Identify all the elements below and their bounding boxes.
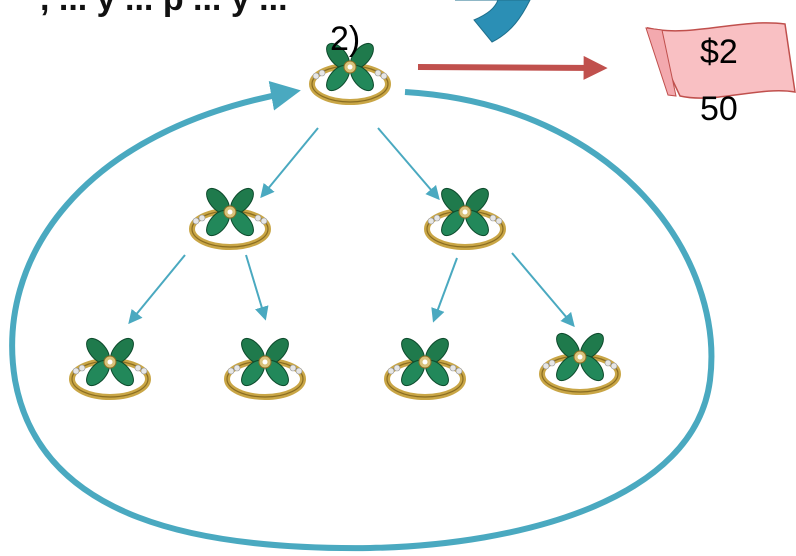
ring-l1-right-icon [427,184,503,247]
price-line-2: 50 [700,90,738,128]
tree-arrows [128,127,575,328]
ring-l2-2-icon [227,334,303,397]
banner-arrow-icon [455,0,531,43]
arrow-root-right [377,127,440,201]
arrow-right-right [511,252,575,328]
ring-l2-1-icon [72,334,148,397]
arrow-left-right [245,254,269,321]
arrow-root-left [260,127,319,199]
header-partial-text: , ... y ... p ... y ... [40,0,288,18]
price-line-1: $2 [700,33,738,71]
price-tag: $2 50 [645,22,796,128]
header-text: , ... y ... p ... y ... [40,0,288,18]
step-label: 2) [330,20,360,58]
arrow-left-left [128,254,186,325]
ring-l1-left-icon [192,184,268,247]
red-arrow [417,55,608,80]
ring-nodes [72,39,618,397]
arrow-right-left [431,257,458,323]
ring-l2-4-icon [542,329,618,392]
cycle-ellipse [9,80,715,552]
ring-l2-3-icon [387,334,463,397]
